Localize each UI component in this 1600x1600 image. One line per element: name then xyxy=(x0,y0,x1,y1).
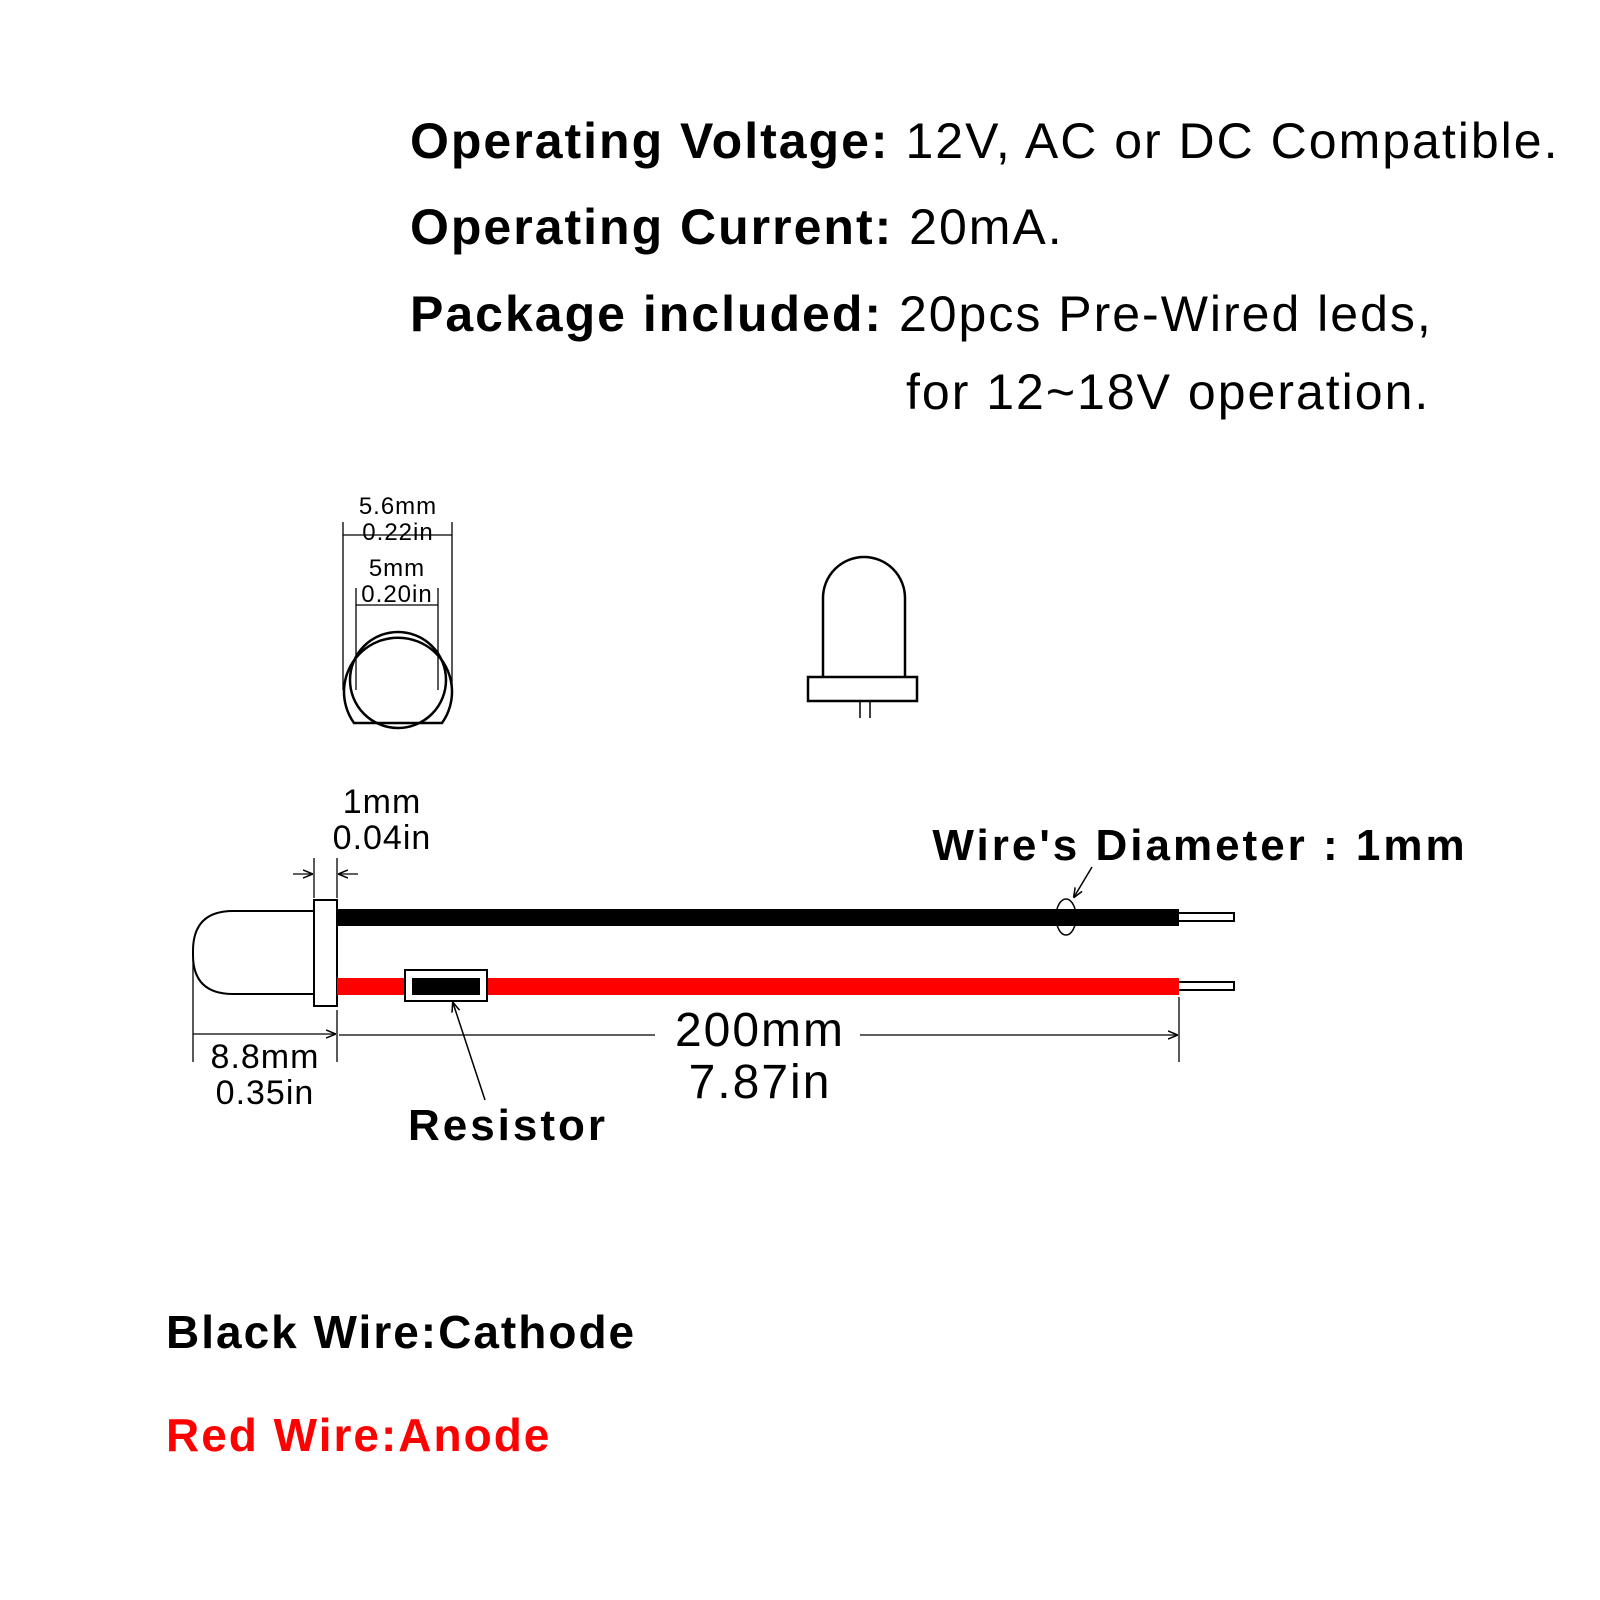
wire-diameter-marker xyxy=(1055,898,1077,936)
led-front-lens xyxy=(821,555,907,677)
legend-red-wire: Red Wire:Anode xyxy=(166,1409,552,1461)
inner-diameter-in-label: 0.20in xyxy=(361,581,432,608)
led-lens-circle xyxy=(348,630,448,730)
wire-length-mm-label: 200mm xyxy=(675,1004,845,1057)
led-front-view xyxy=(806,555,919,718)
flange-mm-label: 1mm xyxy=(343,783,422,821)
wire-length-in-label: 7.87in xyxy=(689,1056,832,1109)
body-length-in-label: 0.35in xyxy=(216,1074,315,1112)
flange-dimension xyxy=(293,858,358,898)
body-length-mm-label: 8.8mm xyxy=(211,1038,320,1076)
spec-package-value-continued: for 12~18V operation. xyxy=(906,364,1431,420)
red-wire xyxy=(337,978,1179,995)
resistor-leader xyxy=(453,1003,486,1101)
flange-in-label: 0.04in xyxy=(333,819,432,857)
spec-package-label: Package included: xyxy=(410,286,884,342)
spec-voltage-value: 12V, AC or DC Compatible. xyxy=(889,113,1560,169)
spec-operating-current: Operating Current: 20mA. xyxy=(410,198,1064,256)
led-side-flange xyxy=(313,899,338,1007)
outer-diameter-in-label: 0.22in xyxy=(362,519,433,546)
inner-diameter-mm-label: 5mm xyxy=(369,555,425,582)
resistor-label: Resistor xyxy=(408,1101,608,1150)
body-length-dimension xyxy=(192,960,338,1062)
led-side-lens xyxy=(192,910,314,995)
led-front-base xyxy=(806,675,919,703)
spec-package-value: 20pcs Pre-Wired leds, xyxy=(883,286,1433,342)
top-dimension-lines xyxy=(342,522,453,690)
wire-bare-ends xyxy=(1179,912,1235,991)
led-top-view xyxy=(342,630,454,730)
resistor-body xyxy=(412,978,480,995)
black-wire xyxy=(337,909,1179,926)
wire-length-dimension xyxy=(339,997,1180,1062)
wire-diameter-leader xyxy=(1074,866,1093,897)
spec-current-label: Operating Current: xyxy=(410,199,894,255)
led-side-view xyxy=(192,899,338,1007)
legend-black-wire: Black Wire:Cathode xyxy=(166,1306,637,1358)
spec-package-included: Package included: 20pcs Pre-Wired leds, xyxy=(410,285,1433,343)
black-wire-bare-end xyxy=(1179,912,1235,922)
led-flange-outline xyxy=(342,636,454,725)
wire-diameter-label: Wire's Diameter : 1mm xyxy=(932,821,1467,870)
red-wire-bare-end xyxy=(1179,981,1235,991)
spec-voltage-label: Operating Voltage: xyxy=(410,113,890,169)
spec-current-value: 20mA. xyxy=(893,199,1064,255)
outer-diameter-mm-label: 5.6mm xyxy=(359,493,437,520)
spec-operating-voltage: Operating Voltage: 12V, AC or DC Compati… xyxy=(410,112,1559,170)
